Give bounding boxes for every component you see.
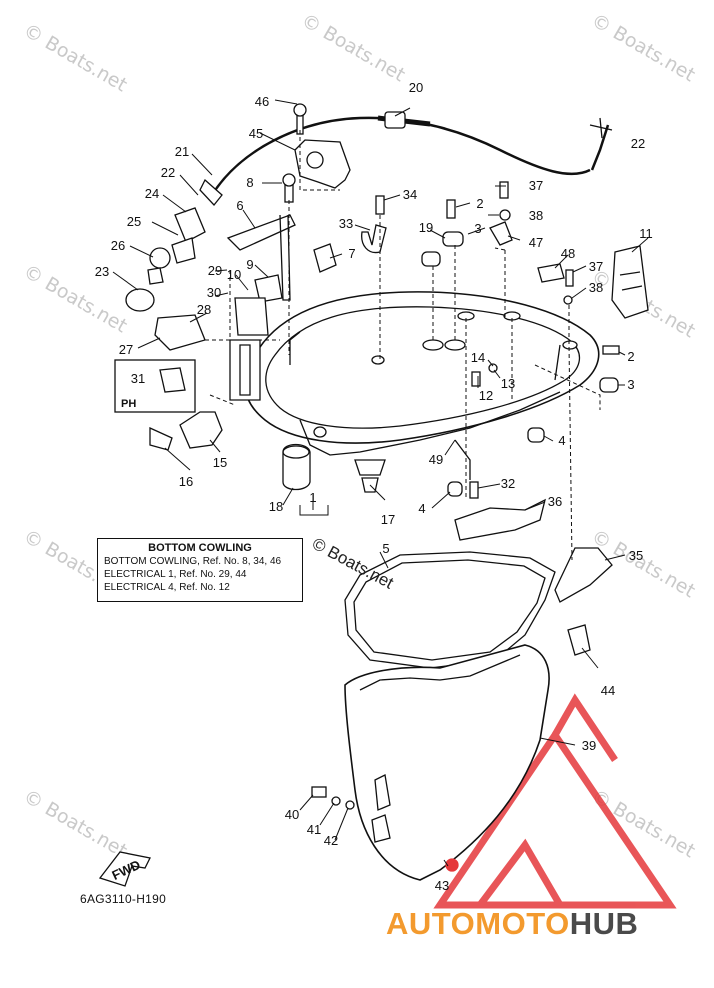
part-label-10: 10	[227, 267, 241, 282]
part-label-6: 6	[236, 198, 243, 213]
part-label-34: 34	[403, 187, 417, 202]
part-label-43: 43	[435, 878, 449, 893]
reference-note-box: BOTTOM COWLING BOTTOM COWLING, Ref. No. …	[97, 538, 303, 602]
part-label-23: 23	[95, 264, 109, 279]
part-label-46: 46	[255, 94, 269, 109]
part-label-2: 2	[476, 196, 483, 211]
part-label-17: 17	[381, 512, 395, 527]
note-line: ELECTRICAL 1, Ref. No. 29, 44	[104, 569, 247, 580]
part-label-4: 4	[418, 501, 425, 516]
note-title: BOTTOM COWLING	[148, 542, 252, 554]
part-label-22: 22	[631, 136, 645, 151]
part-label-5: 5	[382, 541, 389, 556]
automotohub-wordmark: AUTOMOTOHUB	[386, 906, 638, 942]
part-label-32: 32	[501, 476, 515, 491]
parts-drawing	[98, 103, 649, 887]
part-label-22: 22	[161, 165, 175, 180]
part-label-49: 49	[429, 452, 443, 467]
part-label-38: 38	[589, 280, 603, 295]
part-label-15: 15	[213, 455, 227, 470]
leader-lines	[112, 99, 649, 867]
part-label-12: 12	[479, 388, 493, 403]
part-label-31: 31	[131, 371, 145, 386]
note-line: ELECTRICAL 4, Ref. No. 12	[104, 582, 230, 593]
part-label-2: 2	[627, 349, 634, 364]
watermark: © Boats.net	[20, 785, 131, 862]
watermark: © Boats.net	[588, 9, 699, 86]
note-line: BOTTOM COWLING, Ref. No. 8, 34, 46	[104, 556, 282, 567]
part-label-13: 13	[501, 376, 515, 391]
part-label-29: 29	[208, 263, 222, 278]
watermark: © Boats.net	[20, 260, 131, 337]
part-label-14: 14	[471, 350, 485, 365]
part-label-4: 4	[558, 433, 565, 448]
automotohub-logo-mark	[433, 693, 677, 909]
part-label-26: 26	[111, 238, 125, 253]
brand-part-moto: MOTO	[475, 906, 570, 941]
part-label-21: 21	[175, 144, 189, 159]
part-label-42: 42	[324, 833, 338, 848]
part-label-47: 47	[529, 235, 543, 250]
part-label-7: 7	[348, 246, 355, 261]
watermark: © Boats.net	[20, 19, 131, 96]
part-label-35: 35	[629, 548, 643, 563]
ph-label: PH	[121, 398, 137, 410]
part-label-36: 36	[548, 494, 562, 509]
watermark: © Boats.net	[588, 785, 699, 862]
brand-part-auto: AUTO	[386, 906, 476, 941]
part-label-40: 40	[285, 807, 299, 822]
part-label-20: 20	[409, 80, 423, 95]
part-label-48: 48	[561, 246, 575, 261]
part-label-9: 9	[246, 257, 253, 272]
part-label-27: 27	[119, 342, 133, 357]
part-label-1: 1	[309, 490, 316, 505]
part-label-18: 18	[269, 499, 283, 514]
diagram-code: 6AG3110-H190	[80, 892, 167, 906]
part-label-11: 11	[639, 226, 653, 241]
part-label-19: 19	[419, 220, 433, 235]
brand-part-hub: HUB	[569, 906, 639, 941]
watermark: © Boats.net	[298, 9, 409, 86]
part-label-37: 37	[529, 178, 543, 193]
part-number-labels: 46 20 45 21 22 22 8 24 6 25 26 23 9 10 2…	[95, 80, 653, 893]
part-label-30: 30	[207, 285, 221, 300]
part-label-38: 38	[529, 208, 543, 223]
part-label-33: 33	[339, 216, 353, 231]
part-label-28: 28	[197, 302, 211, 317]
part-label-25: 25	[127, 214, 141, 229]
part-label-24: 24	[145, 186, 159, 201]
part-label-41: 41	[307, 822, 321, 837]
part-label-39: 39	[582, 738, 596, 753]
part-label-3: 3	[474, 221, 481, 236]
part-label-44: 44	[601, 683, 615, 698]
guide-lines	[205, 130, 601, 561]
part-label-8: 8	[246, 175, 253, 190]
part-label-3: 3	[627, 377, 634, 392]
part-label-16: 16	[179, 474, 193, 489]
part-label-45: 45	[249, 126, 263, 141]
part-label-37: 37	[589, 259, 603, 274]
